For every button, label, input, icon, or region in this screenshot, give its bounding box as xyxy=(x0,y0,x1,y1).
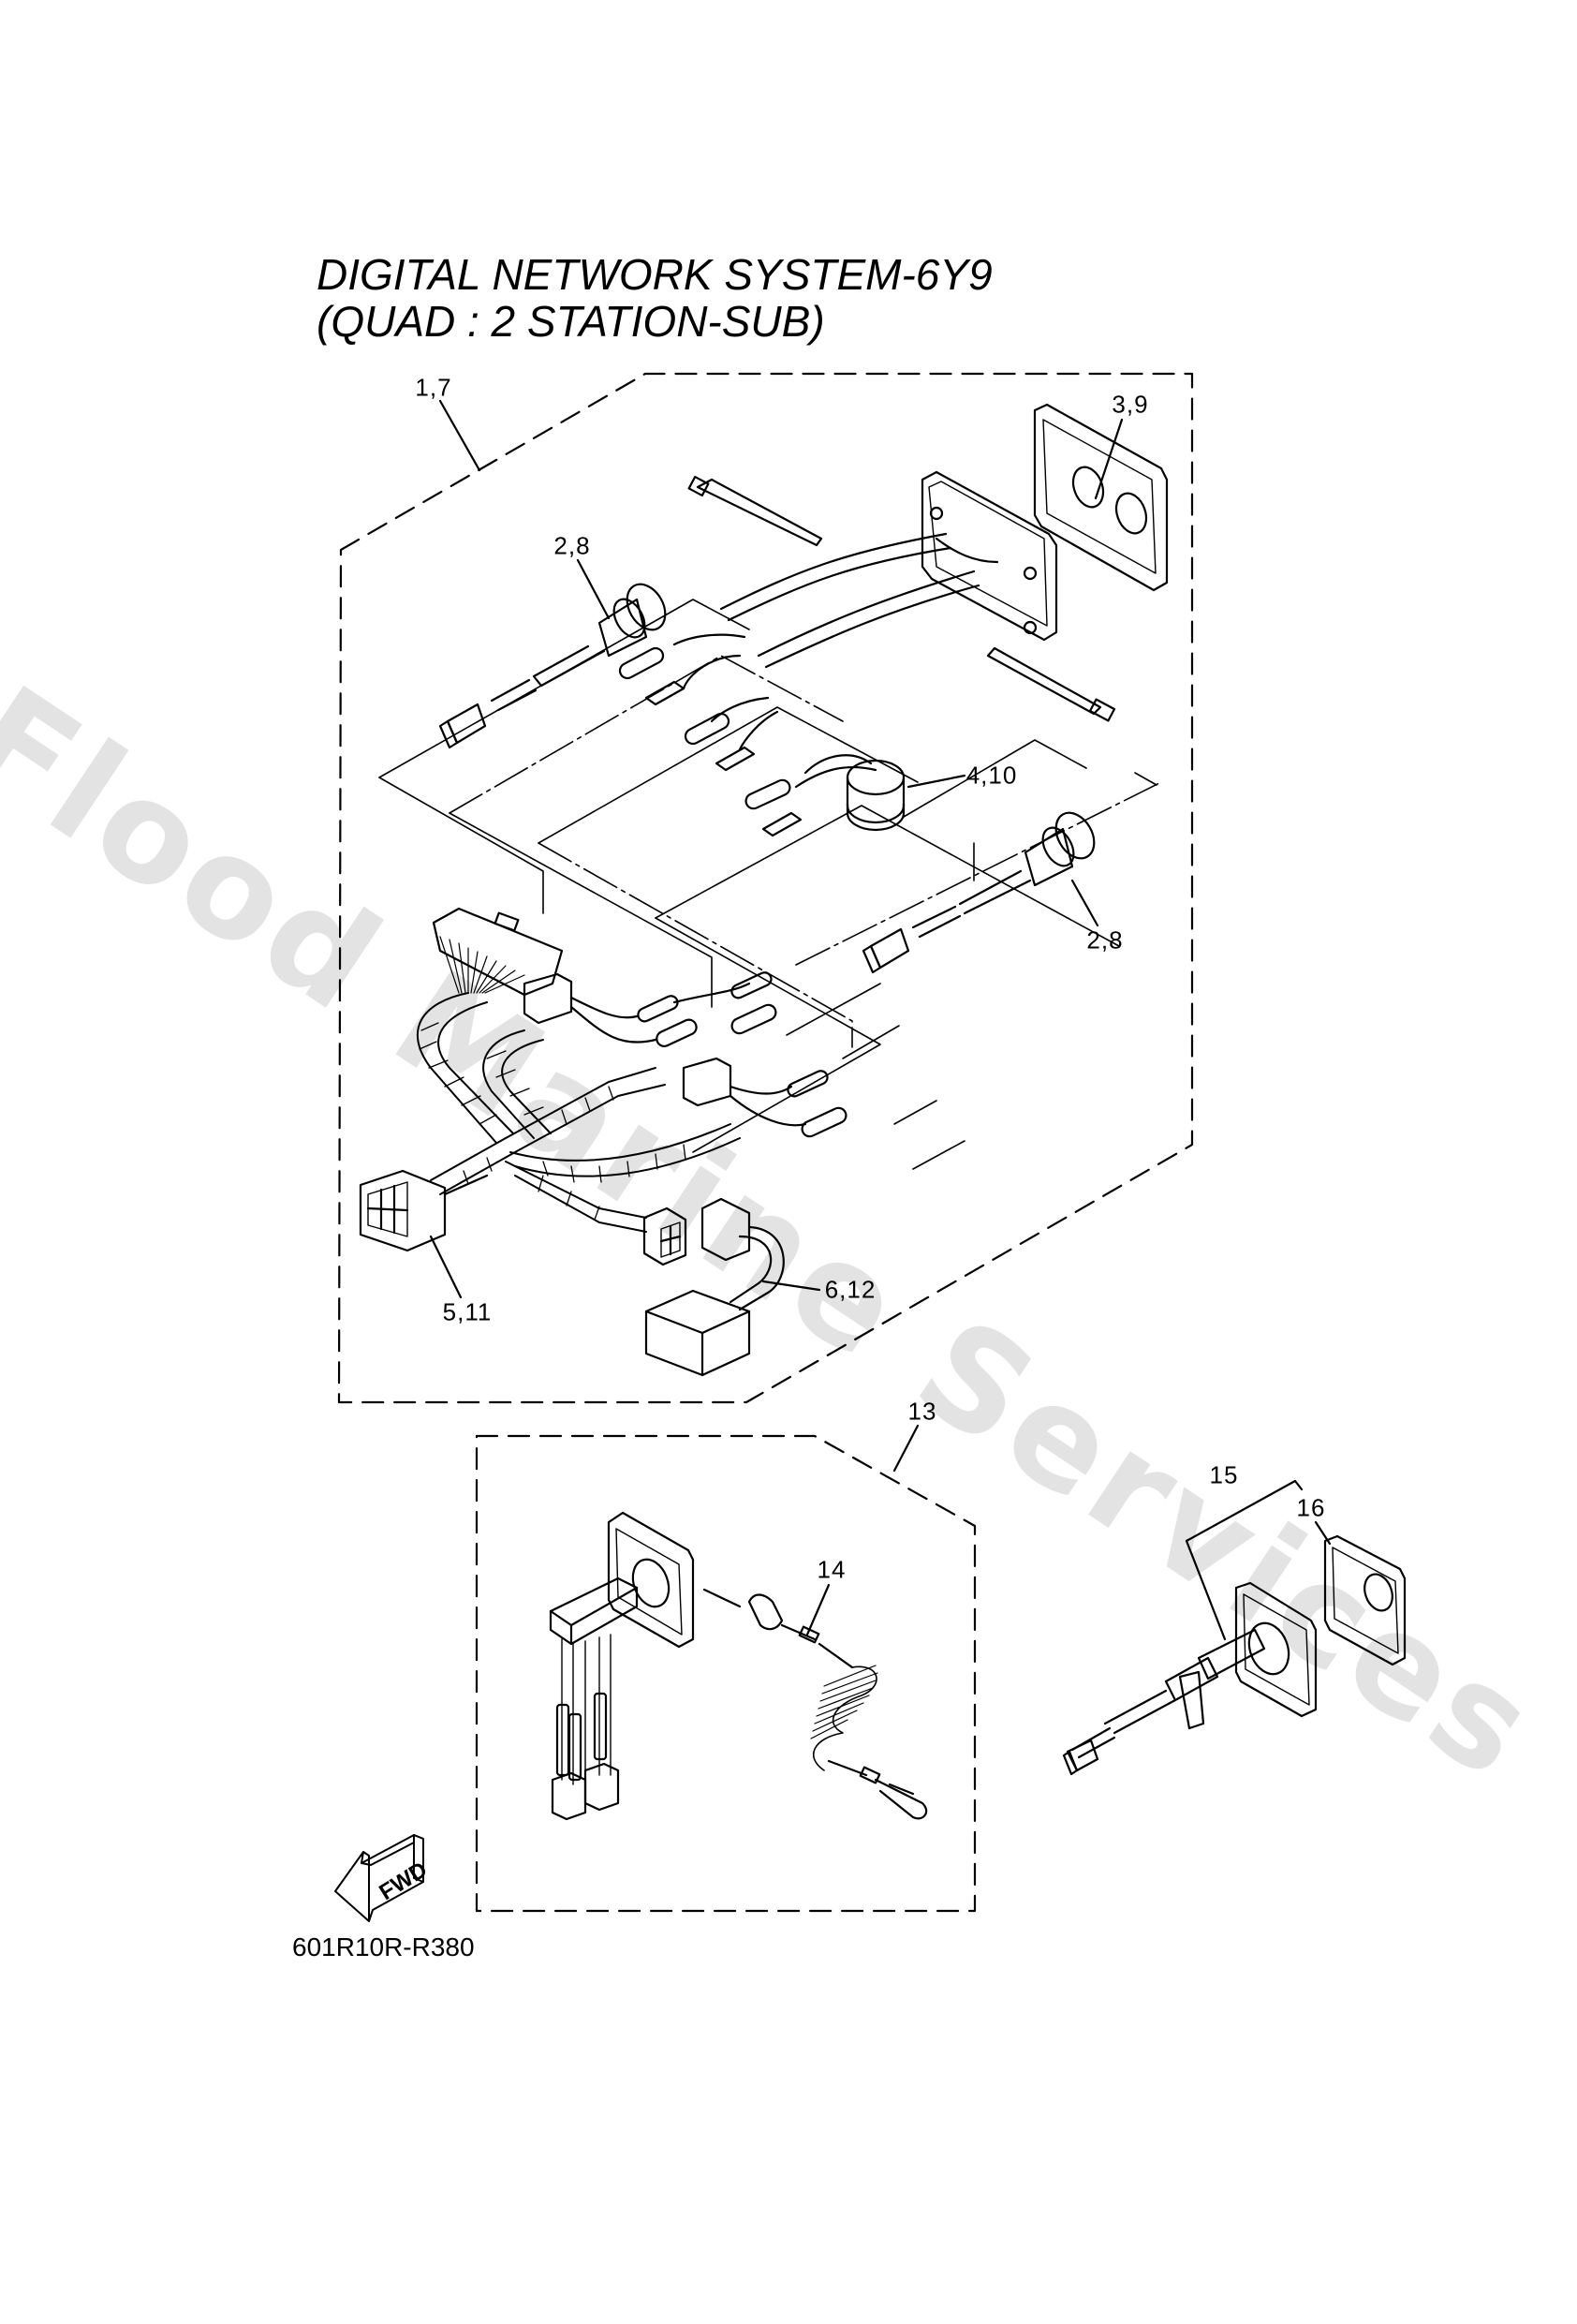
callout-3-9: 3,9 xyxy=(1112,390,1149,419)
connector-2-8-lower xyxy=(862,811,1096,974)
fwd-arrow-icon: FWD xyxy=(328,1831,432,1930)
callout-2-8-upper: 2,8 xyxy=(553,531,591,560)
component-16-gasket xyxy=(1323,1534,1407,1666)
callout-1-7: 1,7 xyxy=(415,373,452,402)
connector-2-8-upper xyxy=(438,583,667,749)
title-line-1: DIGITAL NETWORK SYSTEM-6Y9 xyxy=(317,250,993,299)
component-15-switch xyxy=(1062,1581,1318,1776)
connector-5-11 xyxy=(359,1169,489,1252)
callout-13: 13 xyxy=(907,1397,937,1426)
component-4-10 xyxy=(744,754,906,837)
callout-2-8-lower: 2,8 xyxy=(1086,925,1124,955)
component-6-12 xyxy=(644,1197,785,1377)
diagram-title: DIGITAL NETWORK SYSTEM-6Y9 (QUAD : 2 STA… xyxy=(317,251,993,345)
kit-boundary-13 xyxy=(475,1434,977,1913)
callout-14: 14 xyxy=(817,1555,847,1584)
kit-boundary-1 xyxy=(337,372,1194,1404)
callout-5-11: 5,11 xyxy=(442,1297,493,1326)
component-13-switch xyxy=(549,1511,695,1821)
title-line-2: (QUAD : 2 STATION-SUB) xyxy=(317,297,825,346)
callout-6-12: 6,12 xyxy=(824,1275,877,1304)
callout-16: 16 xyxy=(1296,1493,1326,1522)
diagram-code: 601R10R-R380 xyxy=(292,1932,475,1961)
component-14-lanyard xyxy=(702,1588,928,1820)
callout-15: 15 xyxy=(1209,1460,1239,1489)
callout-4-10: 4,10 xyxy=(965,761,1018,790)
